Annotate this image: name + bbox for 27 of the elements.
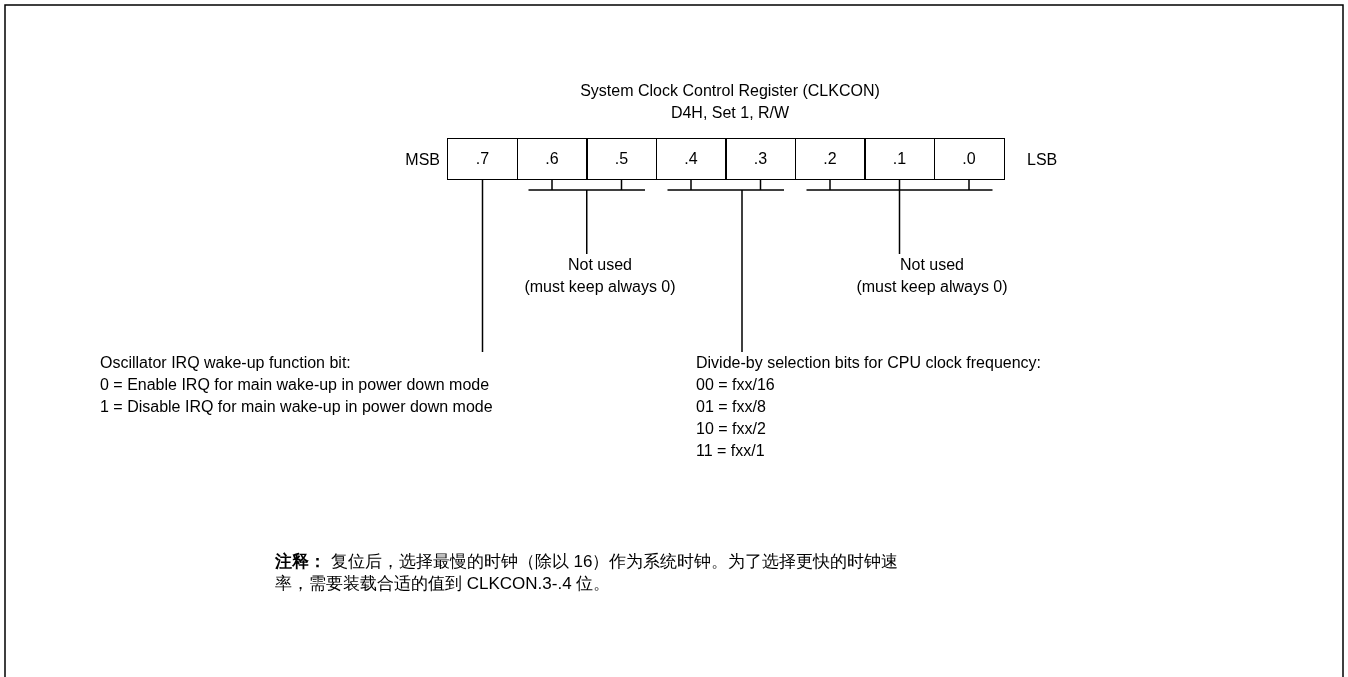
register-title: System Clock Control Register (CLKCON) [580, 81, 880, 101]
description-heading: Oscillator IRQ wake-up function bit: [100, 353, 352, 373]
bit-cell: .5 [586, 138, 657, 180]
leader-line [481, 179, 484, 353]
bit-cell: .6 [516, 138, 588, 180]
bit-cell: .0 [933, 138, 1005, 180]
description-line: 1 = Disable IRQ for main wake-up in power down mode [100, 397, 493, 417]
leader-line [527, 179, 646, 255]
leader-line [666, 179, 785, 353]
description-line: 10 = fxx/2 [696, 419, 767, 439]
note-text: Not used (must keep always 0) [822, 254, 1042, 298]
bit-cell: .1 [864, 138, 935, 180]
description-line: 01 = fxx/8 [696, 397, 767, 417]
bit-order-label: MSB [405, 150, 440, 170]
description-heading: Divide-by selection bits for CPU clock frequency: [696, 353, 1042, 373]
bit-cell: .7 [447, 138, 518, 180]
description-line: 0 = Enable IRQ for main wake-up in power down mode [100, 375, 491, 395]
description-line: 11 = fxx/1 [696, 441, 766, 461]
bit-cell: .4 [655, 138, 727, 180]
note-text: Not used (must keep always 0) [490, 254, 710, 298]
bit-cell: .3 [725, 138, 796, 180]
note-text: 注释： 复位后，选择最慢的时钟（除以 16）作为系统时钟。为了选择更快的时钟速率，需要装载合适的值到 CLKCON.3-.4 位。 [275, 551, 900, 595]
register-subtitle: D4H, Set 1, R/W [670, 103, 790, 123]
bit-order-label: LSB [1027, 150, 1058, 170]
description-line: 00 = fxx/16 [696, 375, 776, 395]
bit-cell: .2 [794, 138, 866, 180]
leader-line [805, 179, 994, 255]
